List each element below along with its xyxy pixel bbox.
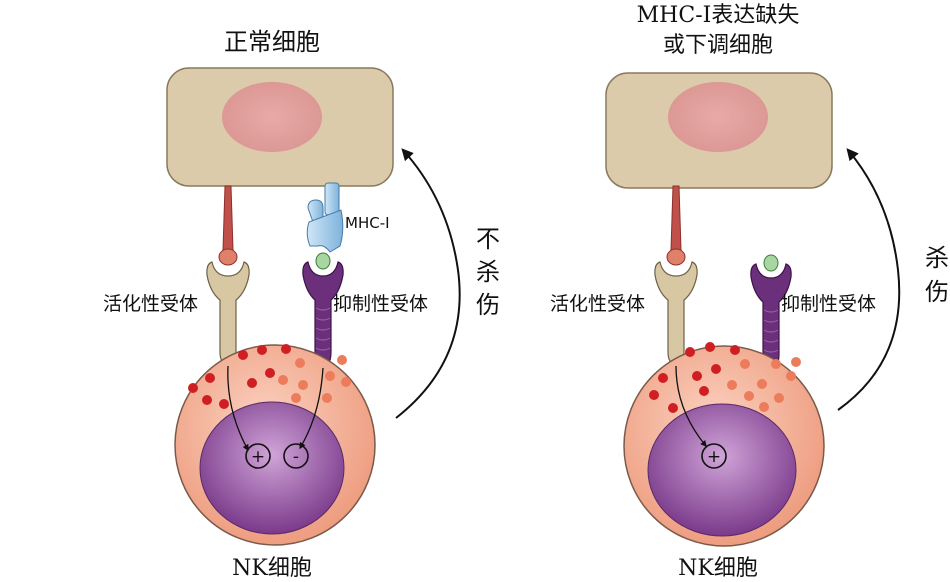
- right-outcome-arrow: [837, 148, 901, 411]
- minus-signal-icon: -: [283, 443, 309, 469]
- left-inhibitory-label: 抑制性受体: [333, 293, 428, 315]
- right-activating-ligand: [670, 185, 682, 259]
- left-granules: [188, 344, 351, 409]
- mhc-i-label: MHC-I: [345, 214, 390, 232]
- left-panel: 正常细胞 MHC-I 活化性受体 抑制性受体: [103, 28, 500, 581]
- right-outcome-char-2: 伤: [925, 278, 949, 306]
- svg-text:+: +: [707, 447, 721, 467]
- left-outcome-char-3: 伤: [476, 291, 500, 319]
- left-outcome-char-1: 不: [476, 225, 500, 253]
- inhibitory-receptor: [302, 261, 344, 367]
- activating-ligand-head: [218, 248, 238, 266]
- activating-signal-arrow: [227, 365, 249, 452]
- right-inhibitory-label: 抑制性受体: [781, 293, 876, 315]
- right-panel: MHC-I表达缺失 或下调细胞 活化性受体 抑制性受体: [550, 3, 949, 581]
- right-nk-label: NK细胞: [678, 556, 758, 581]
- right-activating-ligand-head: [666, 248, 686, 266]
- left-outcome-arrow: [395, 148, 461, 419]
- plus-signal-icon: +: [245, 443, 271, 469]
- right-activating-signal-arrow: [675, 365, 707, 447]
- svg-text:-: -: [293, 447, 299, 467]
- inhibitory-signal-arrow: [299, 367, 324, 450]
- activating-ligand: [222, 185, 234, 259]
- right-activating-receptor: [654, 261, 698, 365]
- left-title: 正常细胞: [224, 28, 320, 56]
- right-inhibitory-receptor: [750, 263, 792, 369]
- right-target-cell-nucleus: [668, 82, 768, 152]
- right-outcome-char-1: 杀: [925, 244, 949, 272]
- target-cell-nucleus: [222, 82, 322, 152]
- left-activating-label: 活化性受体: [103, 293, 198, 315]
- right-nk-nucleus: [647, 403, 797, 537]
- right-activating-label: 活化性受体: [550, 293, 645, 315]
- peptide: [315, 252, 331, 270]
- left-nk-label: NK细胞: [232, 556, 312, 581]
- right-peptide: [763, 254, 779, 272]
- activating-receptor: [206, 261, 250, 365]
- svg-text:+: +: [251, 447, 265, 467]
- left-outcome-char-2: 杀: [476, 258, 500, 286]
- right-plus-signal-icon: +: [701, 443, 727, 469]
- right-title-line2: 或下调细胞: [663, 33, 773, 58]
- mhc-i-molecule: [306, 182, 344, 253]
- left-nk-nucleus: [199, 401, 345, 535]
- right-granules: [649, 342, 801, 413]
- right-title-line1: MHC-I表达缺失: [637, 3, 800, 28]
